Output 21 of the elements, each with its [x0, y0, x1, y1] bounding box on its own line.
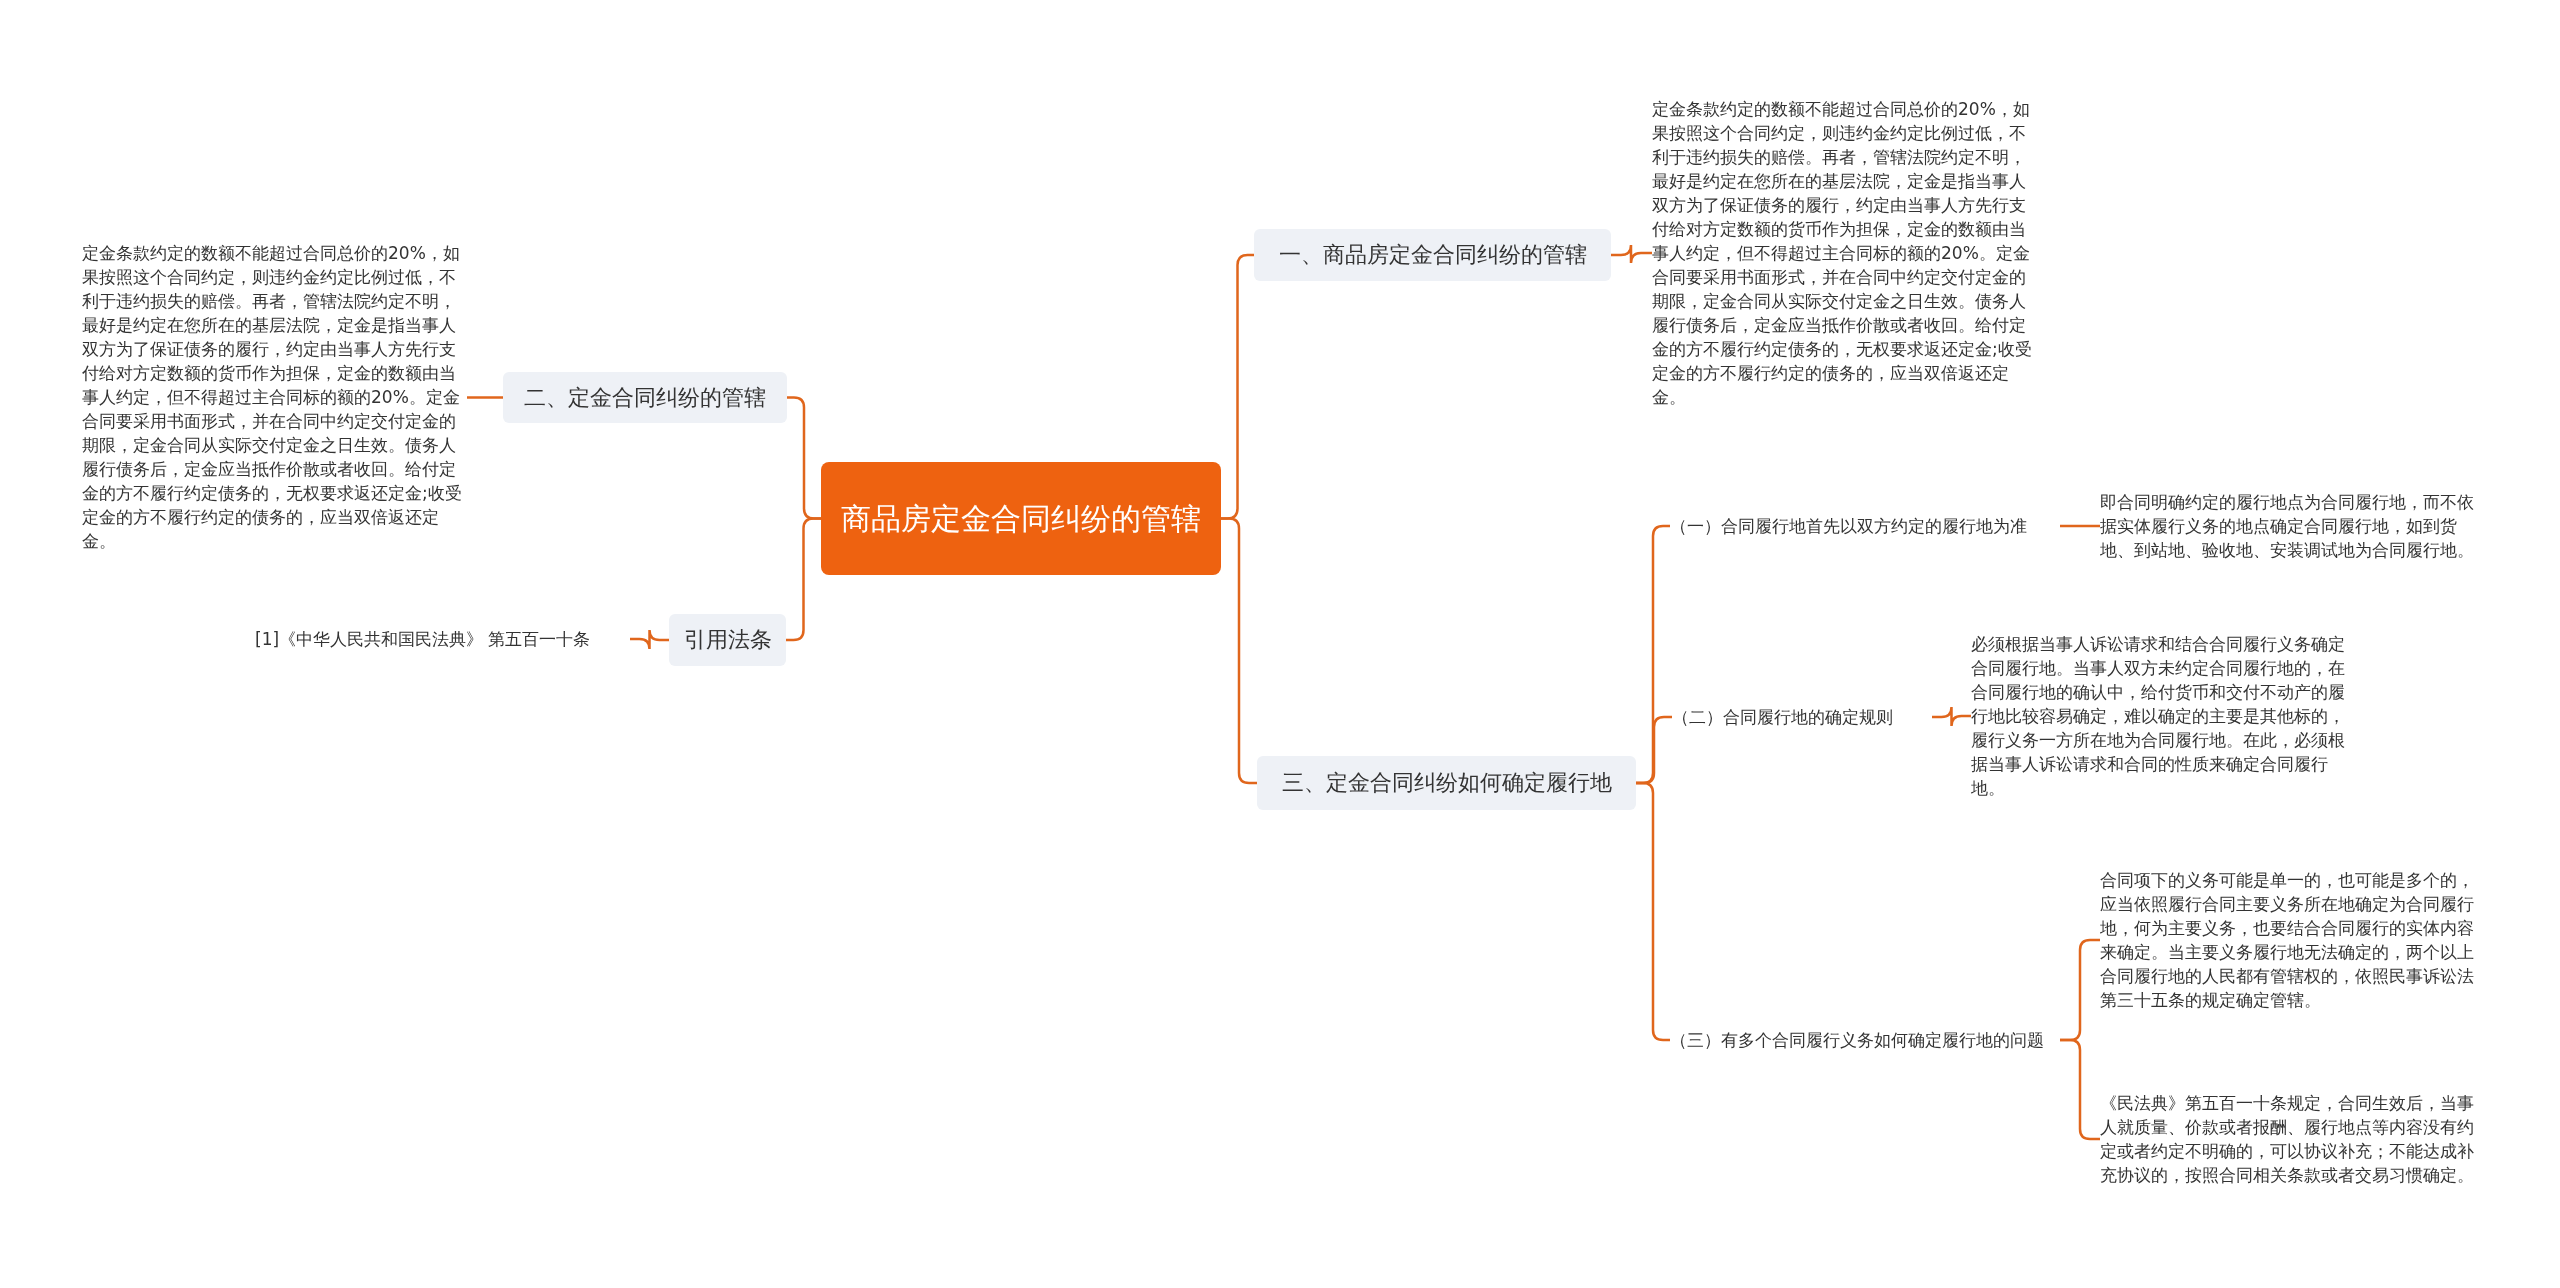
note-text: 定金条款约定的数额不能超过合同总价的20%，如果按照这个合同约定，则违约金约定比例过低，不利于违约损失的赔偿。再者，管辖法院约定不明，最好是约定在您所在的基层法院，定金是指当事人双方为了保证债务的履行，约定由当事人方先行支付给对方定数额的货币作为担保，定金的数额由当事人约定，但不得超过主合同标的额的20%。定金合同要采用书面形式，并在合同中约定交付定金的期限，定金合同从实际交付定金之日生效。债务人履行债务后，定金应当抵作价散或者收回。给付定金的方不履行约定债务的，无权要求返还定金;收受定金的方不履行约定的债务的，应当双倍返还定金。 [82, 226, 467, 568]
connector-line [1611, 243, 1652, 265]
note-text: 必须根据当事人诉讼请求和结合合同履行义务确定合同履行地。当事人双方未约定合同履行地的，在合同履行地的确认中，给付货币和交付不动产的履行地比较容易确定，难以确定的主要是其他标的，履行义务一方所在地为合同履行地。在此，必须根据当事人诉讼请求和合同的性质来确定合同履行地。 [1971, 630, 2356, 802]
topic-box: 一、商品房定金合同纠纷的管辖 [1254, 229, 1611, 281]
citation-text: [1]《中华人民共和国民法典》 第五百一十条 [255, 626, 630, 652]
topic-box: 三、定金合同纠纷如何确定履行地 [1257, 756, 1636, 810]
note-text: 《民法典》第五百一十条规定，合同生效后，当事人就质量、价款或者报酬、履行地点等内容没有约定或者约定不明确的，可以协议补充；不能达成补充协议的，按照合同相关条款或者交易习惯确定。 [2100, 1077, 2485, 1201]
note-text: 即合同明确约定的履行地点为合同履行地，而不依据实体履行义务的地点确定合同履行地，如到货地、到站地、验收地、安装调试地为合同履行地。 [2100, 476, 2485, 576]
note-text: 定金条款约定的数额不能超过合同总价的20%，如果按照这个合同约定，则违约金约定比例过低，不利于违约损失的赔偿。再者，管辖法院约定不明，最好是约定在您所在的基层法院，定金是指当事人双方为了保证债务的履行，约定由当事人方先行支付给对方定数额的货币作为担保，定金的数额由当事人约定，但不得超过主合同标的额的20%。定金合同要采用书面形式，并在合同中约定交付定金的期限，定金合同从实际交付定金之日生效。债务人履行债务后，定金应当抵作价散或者收回。给付定金的方不履行约定债务的，无权要求返还定金;收受定金的方不履行约定的债务的，应当双倍返还定金。 [1652, 82, 2037, 424]
subtopic-text: （三）有多个合同履行义务如何确定履行地的问题 [1670, 1014, 2060, 1066]
subtopic-text: （二）合同履行地的确定规则 [1672, 704, 1932, 730]
central-topic-box: 商品房定金合同纠纷的管辖 [821, 462, 1221, 575]
subtopic-text: （一）合同履行地首先以双方约定的履行地为准 [1670, 500, 2060, 552]
note-text: 合同项下的义务可能是单一的，也可能是多个的，应当依照履行合同主要义务所在地确定为合同履行地，何为主要义务，也要结合合同履行的实体内容来确定。当主要义务履行地无法确定的，两个以上合同履行地的人民都有管辖权的，依照民事诉讼法第三十五条的规定确定管辖。 [2100, 854, 2485, 1026]
topic-box: 二、定金合同纠纷的管辖 [503, 372, 787, 423]
connector-line [630, 628, 669, 651]
connector-line [1221, 517, 1257, 785]
connector-line [2060, 524, 2100, 528]
connector-line [467, 396, 503, 399]
topic-box: 引用法条 [669, 614, 786, 666]
connector-line [1932, 705, 1971, 728]
